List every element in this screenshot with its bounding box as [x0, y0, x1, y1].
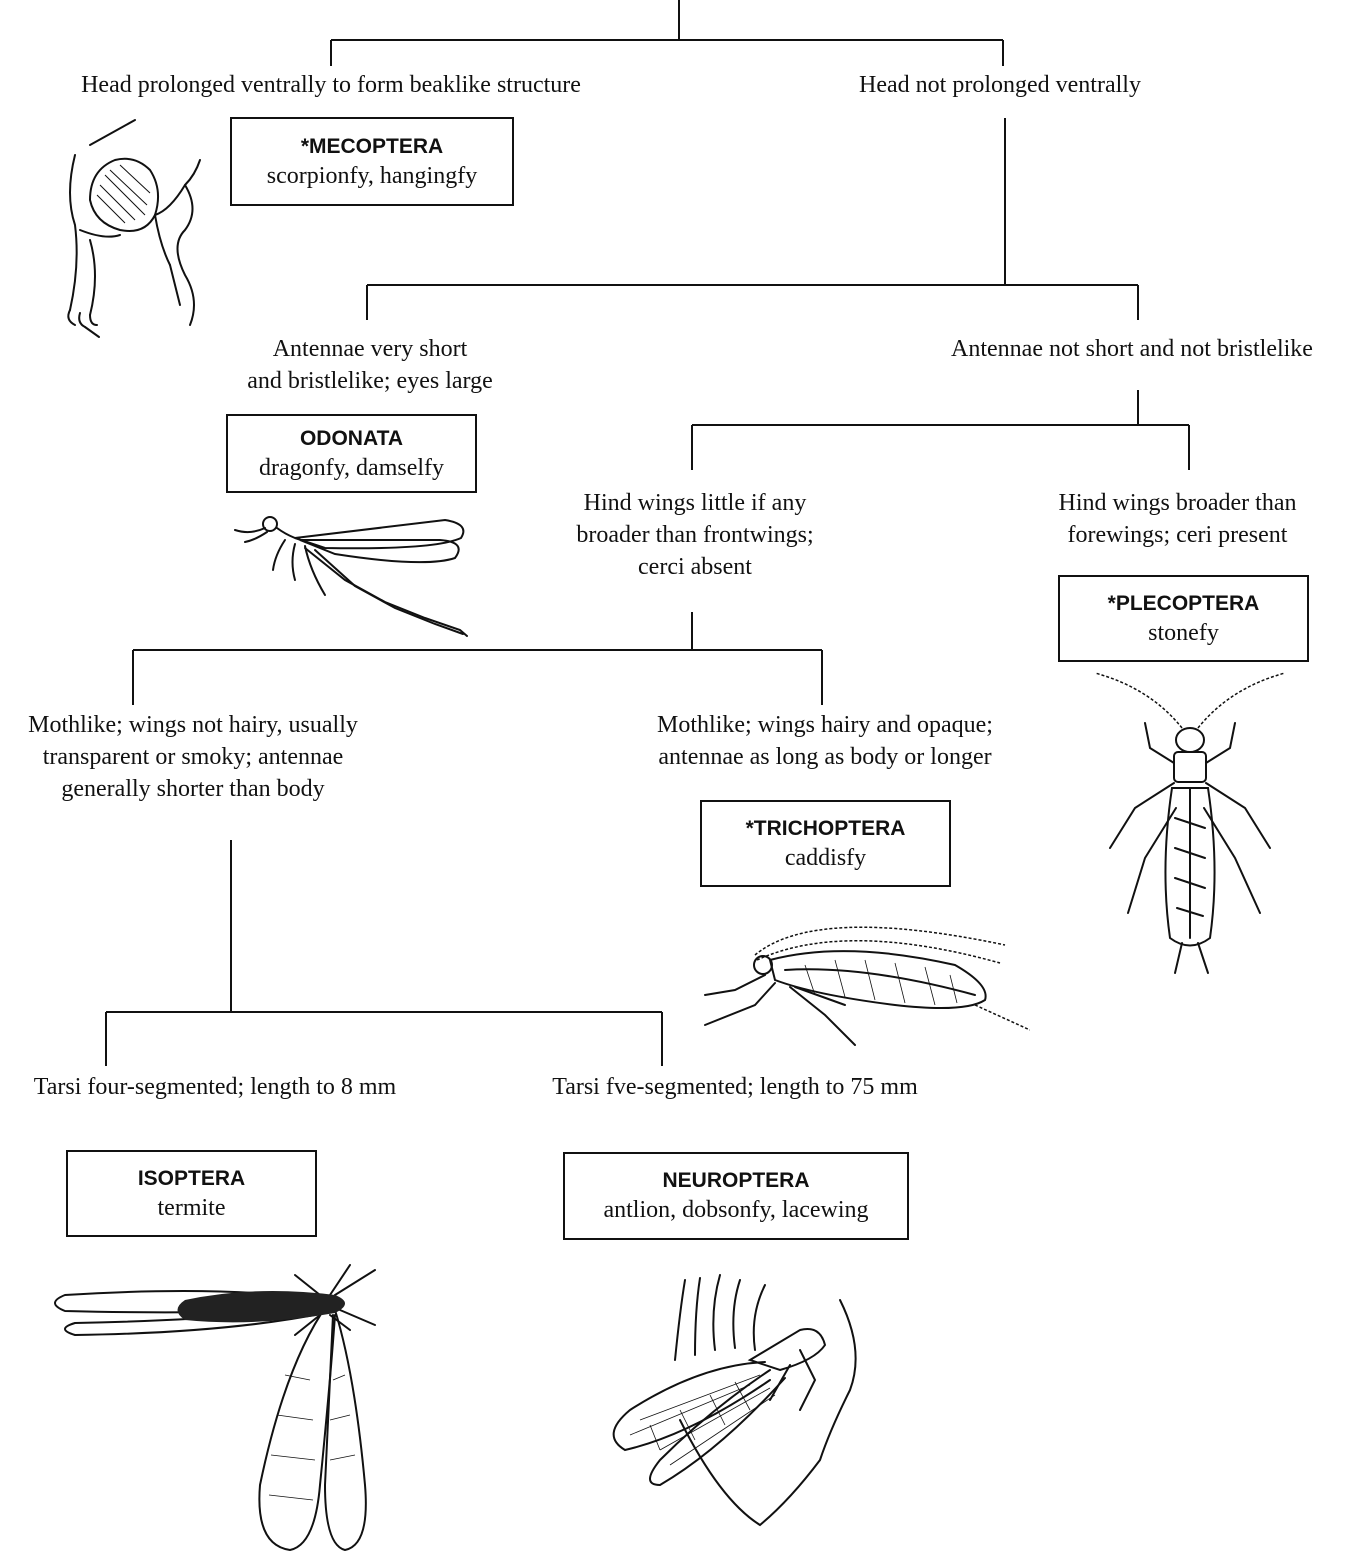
- order-name-odonata: ODONATA: [300, 425, 403, 453]
- order-box-trichoptera: *TRICHOPTERA caddisfy: [700, 800, 951, 887]
- node-hind-wings-broader: Hind wings broader than forewings; ceri …: [1020, 487, 1335, 551]
- node-hind-wings-broader-line-1: Hind wings broader than: [1020, 487, 1335, 519]
- node-antennae-short-line-2: and bristlelike; eyes large: [190, 365, 550, 397]
- node-mothlike-hairy-line-1: Mothlike; wings hairy and opaque;: [620, 709, 1030, 741]
- order-common-trichoptera: caddisfy: [785, 843, 866, 873]
- node-antennae-short: Antennae very short and bristlelike; eye…: [190, 333, 550, 397]
- caddisfly-illustration: [695, 905, 1030, 1050]
- order-common-plecoptera: stonefy: [1148, 618, 1219, 648]
- node-antennae-not-short: Antennae not short and not bristlelike: [915, 333, 1349, 365]
- node-mothlike-not-hairy-line-1: Mothlike; wings not hairy, usually: [0, 709, 386, 741]
- order-name-trichoptera: *TRICHOPTERA: [746, 815, 906, 843]
- damselfly-illustration: [225, 510, 475, 640]
- termite-illustration: [45, 1255, 385, 1555]
- node-mothlike-not-hairy-line-2: transparent or smoky; antennae: [0, 741, 386, 773]
- order-name-plecoptera: *PLECOPTERA: [1108, 590, 1260, 618]
- scorpionfly-head-illustration: [35, 115, 215, 345]
- node-mothlike-hairy: Mothlike; wings hairy and opaque; antenn…: [620, 709, 1030, 773]
- node-head-prolonged: Head prolonged ventrally to form beaklik…: [30, 69, 632, 101]
- node-mothlike-not-hairy: Mothlike; wings not hairy, usually trans…: [0, 709, 386, 805]
- order-box-isoptera: ISOPTERA termite: [66, 1150, 317, 1237]
- node-hind-wings-broader-line-2: forewings; ceri present: [1020, 519, 1335, 551]
- order-name-isoptera: ISOPTERA: [138, 1165, 245, 1193]
- node-antennae-short-line-1: Antennae very short: [190, 333, 550, 365]
- order-name-neuroptera: NEUROPTERA: [662, 1167, 809, 1195]
- lacewing-illustration: [600, 1270, 870, 1530]
- node-tarsi-four: Tarsi four-segmented; length to 8 mm: [0, 1071, 430, 1103]
- node-hind-wings-little: Hind wings little if any broader than fr…: [540, 487, 850, 583]
- node-tarsi-five: Tarsi fve-segmented; length to 75 mm: [510, 1071, 960, 1103]
- order-common-neuroptera: antlion, dobsonfy, lacewing: [603, 1195, 868, 1225]
- node-hind-wings-little-line-1: Hind wings little if any: [540, 487, 850, 519]
- order-box-odonata: ODONATA dragonfy, damselfy: [226, 414, 477, 493]
- order-box-neuroptera: NEUROPTERA antlion, dobsonfy, lacewing: [563, 1152, 909, 1240]
- order-box-mecoptera: *MECOPTERA scorpionfy, hangingfy: [230, 117, 514, 206]
- stonefly-illustration: [1090, 668, 1290, 978]
- order-common-mecoptera: scorpionfy, hangingfy: [267, 161, 477, 191]
- order-name-mecoptera: *MECOPTERA: [301, 133, 443, 161]
- node-mothlike-not-hairy-line-3: generally shorter than body: [0, 773, 386, 805]
- node-hind-wings-little-line-3: cerci absent: [540, 551, 850, 583]
- order-common-isoptera: termite: [158, 1193, 226, 1223]
- node-hind-wings-little-line-2: broader than frontwings;: [540, 519, 850, 551]
- node-head-not-prolonged: Head not prolonged ventrally: [800, 69, 1200, 101]
- order-common-odonata: dragonfy, damselfy: [259, 453, 444, 483]
- order-box-plecoptera: *PLECOPTERA stonefy: [1058, 575, 1309, 662]
- node-mothlike-hairy-line-2: antennae as long as body or longer: [620, 741, 1030, 773]
